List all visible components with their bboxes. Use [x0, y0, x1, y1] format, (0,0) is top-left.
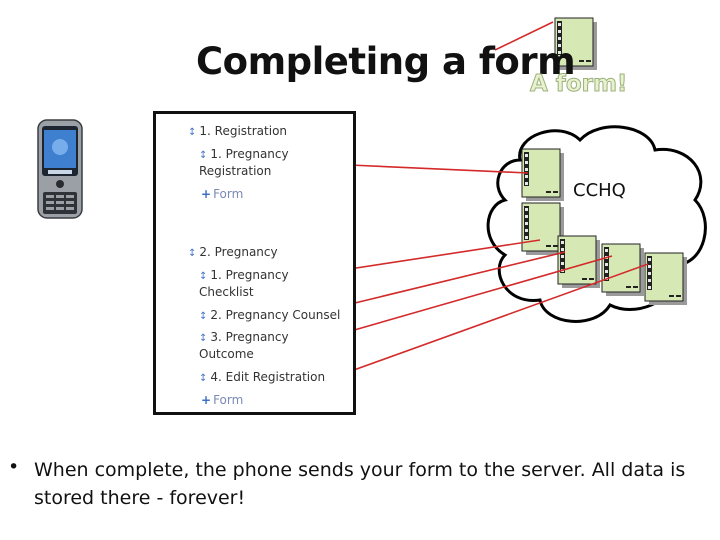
tree-item-label: Form: [213, 187, 244, 201]
document-icon: [554, 17, 597, 70]
tree-item-label: Registration: [199, 164, 272, 178]
bullet-marker: •: [8, 456, 20, 478]
arrow-title-to-form: [494, 21, 554, 51]
form-builder-panel: [153, 111, 356, 415]
body-text: When complete, the phone sends your form…: [34, 459, 686, 509]
tree-item-module[interactable]: ↕2. Pregnancy: [188, 244, 278, 262]
tree-item-add[interactable]: +Form: [201, 392, 243, 409]
tree-item-label: 3. Pregnancy: [210, 330, 289, 344]
tree-item-form[interactable]: ↕2. Pregnancy Counsel: [199, 307, 340, 325]
tree-item-form[interactable]: ↕3. Pregnancy: [199, 329, 289, 347]
tree-item-label: 1. Pregnancy: [210, 268, 289, 282]
document-icon: [521, 148, 564, 201]
tree-item-label: Form: [213, 393, 244, 407]
tree-item-label: 4. Edit Registration: [210, 370, 326, 384]
page-title: Completing a form: [196, 40, 576, 83]
form-caption: A form!: [529, 71, 628, 98]
tree-item-label: 1. Registration: [199, 124, 288, 138]
arrow-counsel: [329, 251, 566, 310]
document-icon: [644, 252, 687, 305]
add-icon[interactable]: +: [201, 393, 212, 407]
document-icon: [521, 202, 564, 255]
tree-item-label: 1. Pregnancy: [210, 147, 289, 161]
tree-item-form[interactable]: ↕4. Edit Registration: [199, 369, 325, 387]
sort-arrows-icon[interactable]: ↕: [199, 373, 208, 384]
tree-item-label: Checklist: [199, 285, 254, 299]
tree-item-form[interactable]: ↕1. Pregnancy: [199, 267, 289, 285]
tree-item-module[interactable]: ↕1. Registration: [188, 123, 287, 141]
add-icon[interactable]: +: [201, 187, 212, 201]
document-icon: [557, 235, 600, 288]
sort-arrows-icon[interactable]: ↕: [188, 248, 197, 259]
sort-arrows-icon[interactable]: ↕: [188, 127, 197, 138]
arrow-edit-registration: [339, 263, 649, 376]
tree-item-cont: Checklist: [199, 284, 254, 301]
tree-item-label: Outcome: [199, 347, 254, 361]
arrow-checklist: [329, 239, 541, 273]
arrow-registration: [349, 164, 529, 174]
sort-arrows-icon[interactable]: ↕: [199, 150, 208, 161]
tree-item-label: 2. Pregnancy: [199, 245, 278, 259]
server-label: CCHQ: [573, 180, 626, 201]
sort-arrows-icon[interactable]: ↕: [199, 311, 208, 322]
sort-arrows-icon[interactable]: ↕: [199, 271, 208, 282]
sort-arrows-icon[interactable]: ↕: [199, 333, 208, 344]
tree-item-label: 2. Pregnancy Counsel: [210, 308, 341, 322]
document-icon: [601, 243, 644, 296]
tree-item-cont: Registration: [199, 163, 271, 180]
mobile-phone-icon: [37, 119, 83, 219]
arrow-outcome: [329, 255, 613, 338]
tree-item-form[interactable]: ↕1. Pregnancy: [199, 146, 289, 164]
tree-item-add[interactable]: +Form: [201, 186, 243, 203]
tree-item-cont: Outcome: [199, 346, 254, 363]
